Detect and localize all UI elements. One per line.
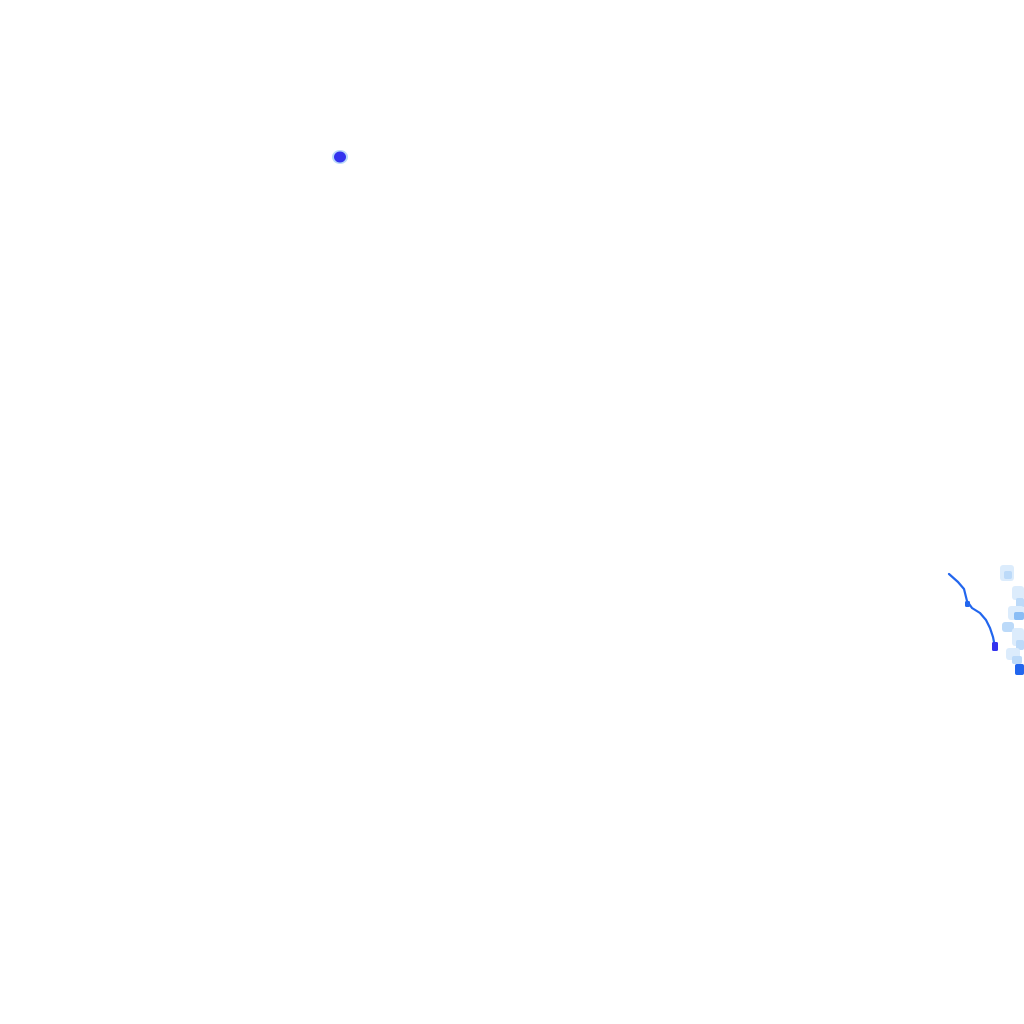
echo-band-east bbox=[947, 572, 1024, 675]
echo-scatter-patch bbox=[1012, 586, 1024, 600]
echo-scatter-patch bbox=[1004, 571, 1012, 579]
echo-scatter-patch bbox=[1002, 622, 1014, 632]
echo-scatter-patch bbox=[1016, 598, 1024, 608]
echo-scatter-east bbox=[1000, 565, 1024, 664]
echo-band-blob-1 bbox=[965, 601, 970, 607]
echo-scatter-patch bbox=[1012, 656, 1022, 664]
echo-band-line bbox=[947, 572, 997, 649]
echo-cell-core bbox=[334, 151, 346, 163]
echo-scatter-patch bbox=[1014, 612, 1024, 620]
echo-band-blob-3 bbox=[1015, 664, 1024, 675]
echo-scatter-patch bbox=[1016, 640, 1024, 650]
echo-band-blob-2 bbox=[992, 642, 998, 651]
isolated-echo-cell bbox=[332, 150, 348, 164]
